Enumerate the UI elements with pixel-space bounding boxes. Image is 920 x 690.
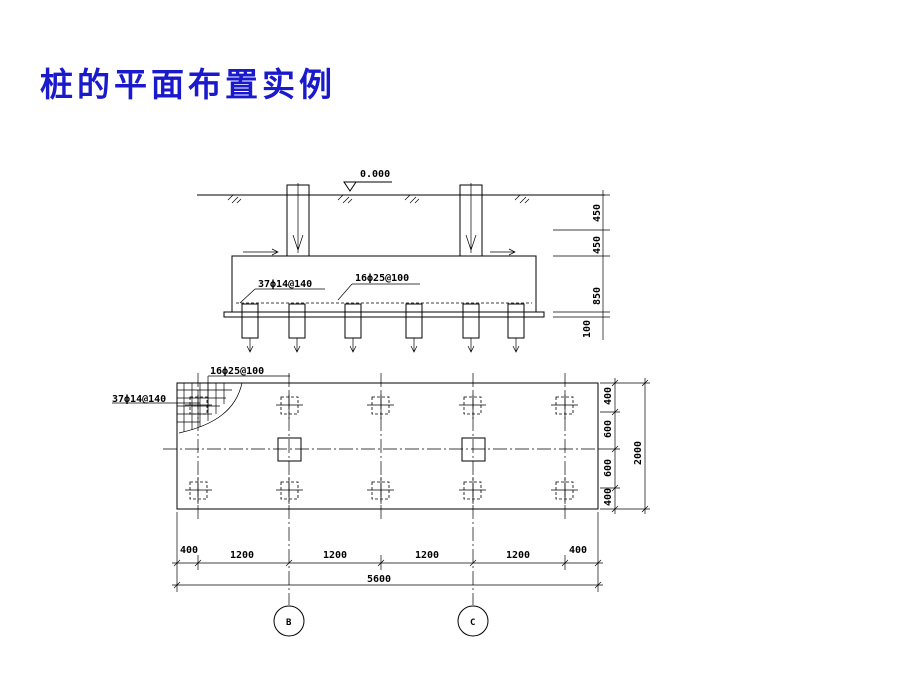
plan-rebar-side-label: 37ϕ14@140 — [112, 394, 166, 405]
plan-dim-right-3: 600 — [603, 459, 614, 477]
plan-dim-bottom-total: 5600 — [367, 574, 391, 585]
plan-dim-right-4: 400 — [603, 488, 614, 506]
section-view: 0.000 16ϕ25@100 37ϕ14@140 — [197, 169, 610, 353]
plan-rebar-detail — [177, 382, 243, 434]
plan-view: 16ϕ25@100 37ϕ14@140 400 600 600 400 2000 — [112, 366, 650, 637]
plan-column-right — [461, 437, 486, 462]
plan-column-left — [277, 437, 302, 462]
ground-hatch — [227, 194, 530, 204]
elevation-triangle — [343, 181, 357, 192]
pile-arrows — [246, 338, 520, 353]
pile — [462, 303, 480, 339]
pile — [507, 303, 525, 339]
plan-dim-right-1: 400 — [603, 387, 614, 405]
section-dim-1: 450 — [592, 204, 603, 222]
pile — [405, 303, 423, 339]
section-dim-chain — [553, 190, 610, 340]
section-dim-3: 850 — [592, 287, 603, 305]
column-load-arrow-right — [465, 183, 477, 253]
plan-dim-bottom-1: 400 — [180, 545, 198, 556]
plan-dim-right-2: 600 — [603, 420, 614, 438]
axis-label-c: C — [470, 618, 475, 628]
plan-dim-bottom-4: 1200 — [415, 550, 439, 561]
section-dim-4: 100 — [582, 320, 593, 338]
cushion-layer — [223, 311, 545, 318]
pile — [288, 303, 306, 339]
plan-rebar-top-label: 16ϕ25@100 — [210, 366, 264, 377]
plan-dim-bottom-2: 1200 — [230, 550, 254, 561]
piles — [241, 303, 525, 339]
section-rebar-side-label: 37ϕ14@140 — [258, 279, 312, 290]
rebar-top-leader — [337, 283, 353, 301]
axis-bubble-c — [457, 605, 489, 637]
plan-dim-bottom-3: 1200 — [323, 550, 347, 561]
section-dim-2: 450 — [592, 236, 603, 254]
section-rebar-top-label: 16ϕ25@100 — [355, 273, 409, 284]
plan-dim-right-total: 2000 — [633, 441, 644, 465]
plan-dim-chain-bottom — [172, 512, 603, 592]
pile — [344, 303, 362, 339]
column-load-arrow-left — [292, 183, 304, 253]
axis-bubble-b — [273, 605, 305, 637]
axis-label-b: B — [286, 618, 292, 628]
plan-cap-outline — [176, 382, 599, 510]
slide-title: 桩的平面布置实例 — [40, 65, 336, 104]
pile — [241, 303, 259, 339]
plan-dim-chain-right — [600, 378, 650, 514]
rebar-side-leader — [239, 288, 256, 304]
plan-dim-bottom-5: 1200 — [506, 550, 530, 561]
plan-piles — [185, 392, 578, 504]
elevation-label: 0.000 — [360, 169, 390, 180]
arrow-right — [490, 248, 516, 256]
plan-dim-bottom-6: 400 — [569, 545, 587, 556]
arrow-left — [243, 248, 279, 256]
